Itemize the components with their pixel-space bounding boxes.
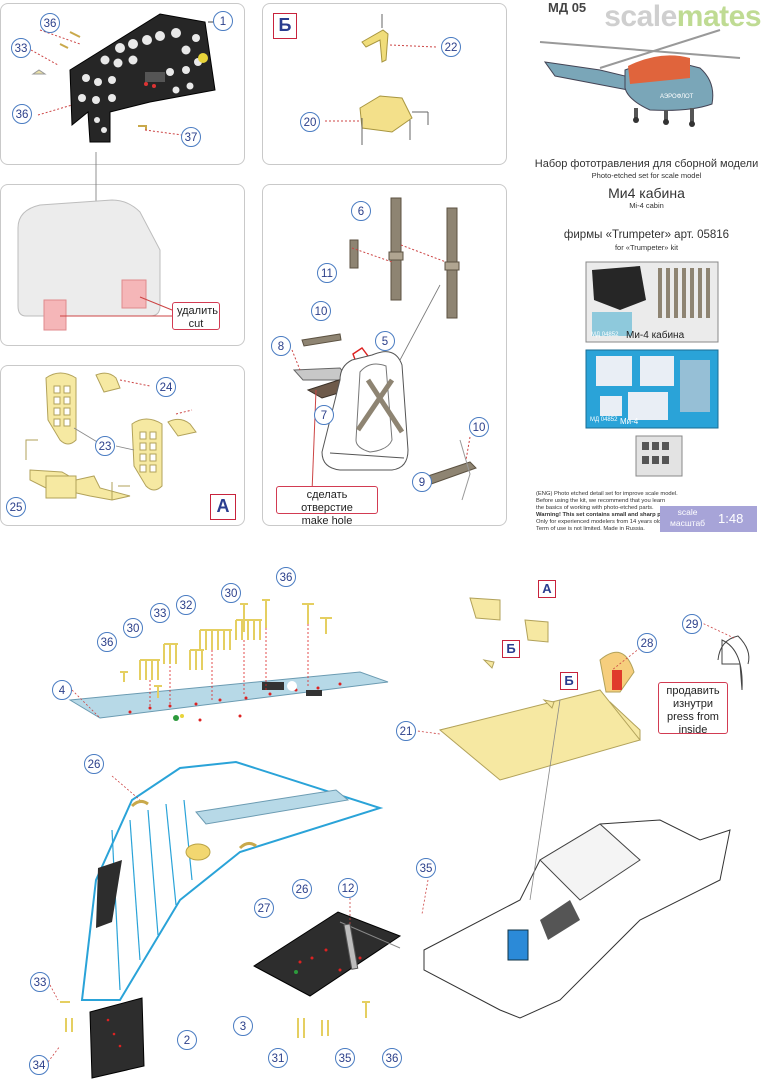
callout-22: 22 <box>441 37 461 57</box>
callout-26: 26 <box>84 754 104 774</box>
seats-a-illustration <box>25 372 197 501</box>
press-warning-en-1: press from <box>667 711 719 723</box>
fret1-illustration <box>585 261 719 343</box>
callout-34: 34 <box>29 1055 49 1075</box>
press-warning-en-2: inside <box>678 724 708 736</box>
callout-32: 32 <box>176 595 196 615</box>
fret2-illustration <box>585 349 719 429</box>
panel-a-seats <box>0 365 245 526</box>
model-name-en: Mi-4 cabin <box>629 201 664 210</box>
hole-warning: сделать отверстие make hole <box>276 486 378 527</box>
callout-3: 3 <box>233 1016 253 1036</box>
floor-illustration <box>423 597 750 1019</box>
callout-36: 36 <box>40 13 60 33</box>
section-a-marker: А <box>210 494 236 520</box>
hole-warning-en: make hole <box>301 515 353 527</box>
usage-notes: (ENG) Photo etched detail set for improv… <box>536 491 686 533</box>
note-line: the basics of working with photo-etched … <box>536 505 654 511</box>
callout-25: 25 <box>6 497 26 517</box>
callout-8: 8 <box>271 336 291 356</box>
note-line: (ENG) Photo etched detail set for improv… <box>536 491 678 497</box>
callout-21: 21 <box>396 721 416 741</box>
callout-28: 28 <box>637 633 657 653</box>
callout-26: 26 <box>292 879 312 899</box>
section-b-marker-floor-2: Б <box>560 672 578 690</box>
fret2-code: МД 04852 <box>590 417 618 423</box>
fret1-label: Ми-4 кабина <box>626 330 685 341</box>
instrument-panel-illustration <box>30 13 222 143</box>
callout-36: 36 <box>12 104 32 124</box>
press-warning-ru-1: продавить <box>666 685 720 697</box>
callout-36: 36 <box>97 632 117 652</box>
callout-1: 1 <box>213 11 233 31</box>
press-warning: продавить изнутри press from inside <box>658 682 728 736</box>
callout-29: 29 <box>682 614 702 634</box>
scalemates-watermark: scalemates <box>604 0 761 33</box>
callout-5: 5 <box>375 331 395 351</box>
note-line: Term of use is not limited. Made in Russ… <box>536 526 645 532</box>
callout-33: 33 <box>11 38 31 58</box>
callout-35: 35 <box>335 1048 355 1068</box>
section-a-marker-floor: А <box>538 580 556 598</box>
callout-37: 37 <box>181 127 201 147</box>
callout-23: 23 <box>95 436 115 456</box>
callout-9: 9 <box>412 472 432 492</box>
fret2-label: Ми-4 <box>620 417 639 426</box>
scale-label-en: scale <box>677 507 698 517</box>
cut-panel-illustration <box>17 199 173 331</box>
callout-10: 10 <box>469 417 489 437</box>
callout-31: 31 <box>268 1048 288 1068</box>
model-name-ru: Ми4 кабина <box>608 185 685 201</box>
callout-10: 10 <box>311 301 331 321</box>
callout-35: 35 <box>416 858 436 878</box>
scale-label-ru: масштаб <box>670 518 706 528</box>
set-code: МД 05 <box>548 0 587 15</box>
fret3-illustration <box>635 435 683 477</box>
helicopter-illustration <box>539 29 741 127</box>
callout-27: 27 <box>254 898 274 918</box>
callout-33: 33 <box>150 603 170 623</box>
callout-11: 11 <box>317 263 337 283</box>
note-line: Before using the kit, we recommend that … <box>536 498 666 504</box>
note-line: Only for experienced modelers from 14 ye… <box>536 519 663 525</box>
console-panel-illustration <box>68 599 389 722</box>
pedal-illustration <box>325 14 437 145</box>
callout-2: 2 <box>177 1030 197 1050</box>
callout-6: 6 <box>351 201 371 221</box>
panel-b-pedals <box>262 3 507 165</box>
callout-12: 12 <box>338 878 358 898</box>
set-title-ru: Набор фототравления для сборной модели <box>534 158 759 170</box>
canopy-illustration <box>80 760 384 1001</box>
set-title-en: Photo-etched set for scale model <box>591 171 702 180</box>
section-b-marker: Б <box>273 13 297 39</box>
callout-36: 36 <box>276 567 296 587</box>
helicopter-livery-text: АЭРОФЛОТ <box>660 94 694 100</box>
callout-30: 30 <box>221 583 241 603</box>
callout-20: 20 <box>300 112 320 132</box>
callout-36: 36 <box>382 1048 402 1068</box>
scale-value: 1:48 <box>718 511 744 526</box>
press-warning-ru-2: изнутри <box>672 698 714 710</box>
cut-warning: удалить cut <box>172 302 220 330</box>
cut-warning-ru: удалить <box>177 305 219 317</box>
callout-30: 30 <box>123 618 143 638</box>
lower-console-illustration <box>60 911 402 1079</box>
callout-24: 24 <box>156 377 176 397</box>
kit-firm-ru: фирмы «Trumpeter» арт. 05816 <box>563 229 730 241</box>
section-b-marker-floor: Б <box>502 640 520 658</box>
cut-warning-en: cut <box>188 318 204 330</box>
kit-firm-en: for «Trumpeter» kit <box>614 243 679 252</box>
hole-warning-ru: сделать отверстие <box>301 489 353 514</box>
note-line: Warning! This set contains small and sha… <box>536 512 674 518</box>
callout-4: 4 <box>52 680 72 700</box>
fret1-code: МД 04852 <box>591 332 619 338</box>
callout-7: 7 <box>314 405 334 425</box>
callout-33: 33 <box>30 972 50 992</box>
